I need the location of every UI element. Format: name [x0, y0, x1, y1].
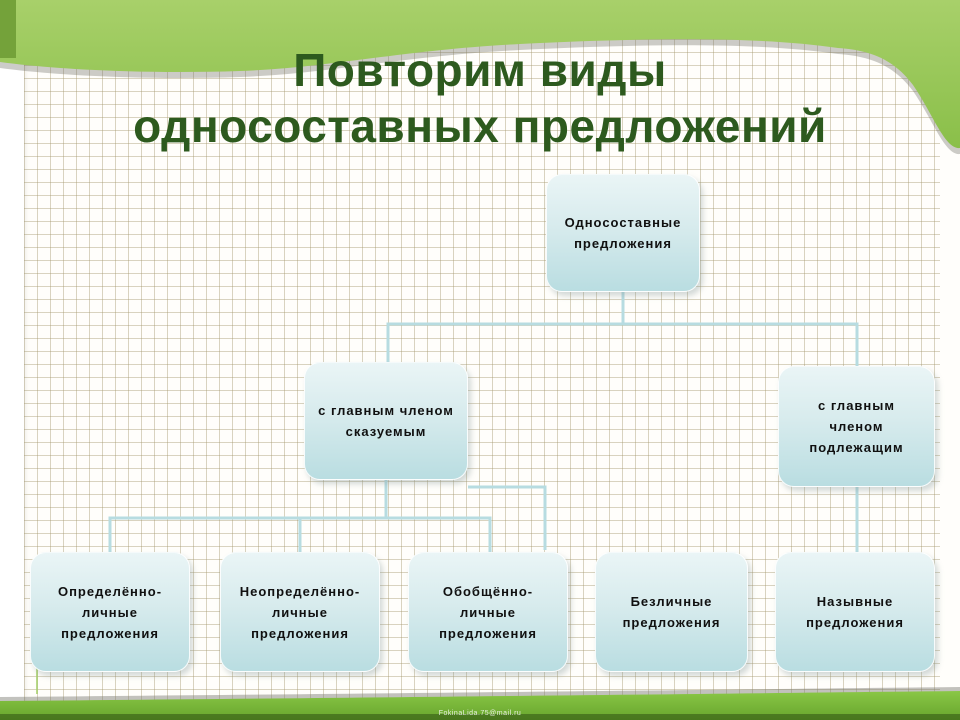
page-title-line2: односоставных предложений [133, 100, 827, 152]
page-title-line1: Повторим виды [293, 44, 667, 96]
node-definite-personal: Определённо-личные предложения [30, 552, 190, 672]
node-indefinite-personal: Неопределённо-личные предложения [220, 552, 380, 672]
connector-predicate-branch-to-children [108, 480, 492, 552]
node-definite-personal-label: Определённо-личные предложения [57, 583, 163, 641]
node-nominative: Назывные предложения [775, 552, 935, 672]
watermark-text: FokinaLida.75@mail.ru [438, 710, 522, 717]
node-subject-branch-label: с главным членом подлежащим [809, 398, 904, 455]
node-subject-branch: с главным членом подлежащим [778, 366, 935, 487]
node-indefinite-personal-label: Неопределённо-личные предложения [239, 583, 361, 641]
node-impersonal: Безличные предложения [595, 552, 748, 672]
node-root-label: Односоставные предложения [564, 215, 682, 251]
node-predicate-branch: с главным членом сказуемым [304, 362, 468, 480]
node-generalized-personal: Обобщённо-личные предложения [408, 552, 568, 672]
node-nominative-label: Назывные предложения [806, 594, 904, 630]
node-predicate-branch-label: с главным членом сказуемым [318, 403, 454, 439]
connector-impersonal-elbow [468, 485, 547, 550]
node-impersonal-label: Безличные предложения [622, 594, 721, 630]
page-title: Повторим виды односоставных предложений [0, 42, 960, 154]
node-root: Односоставные предложения [546, 174, 700, 292]
connector-root-to-branches [386, 292, 859, 366]
node-generalized-personal-label: Обобщённо-личные предложения [439, 583, 537, 641]
